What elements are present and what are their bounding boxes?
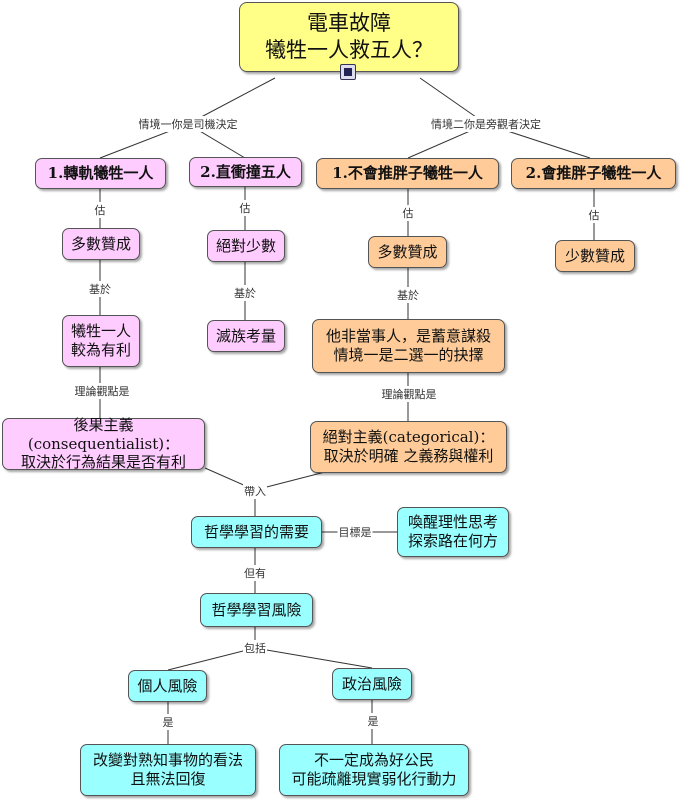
categorical-node[interactable]: 絕對主義(categorical)： 取決於明確 之義務與權利: [310, 421, 507, 473]
title-node[interactable]: 電車故障 犧牲一人救五人？: [239, 2, 459, 72]
link-label-includes: 包括: [243, 640, 267, 656]
scenario-2-label: 情境二你是旁觀者決定: [430, 116, 542, 132]
reason-more-beneficial[interactable]: 犧牲一人 較為有利: [62, 315, 140, 367]
link-label-but-has: 但有: [243, 565, 267, 581]
vote-majority-2[interactable]: 多數贊成: [368, 236, 447, 268]
link-label-based-on-2: 基於: [233, 285, 257, 301]
reason-deliberate-murder[interactable]: 他非當事人，是蓄意謀殺 情境一是二選一的抉擇: [312, 319, 505, 373]
title-line-1: 電車故障: [307, 10, 391, 35]
consequentialism-node[interactable]: 後果主義(consequentialist)： 取決於行為結果是否有利: [2, 416, 205, 471]
link-label-is-2: 是: [366, 713, 380, 729]
link-label-theory-1: 理論觀點是: [73, 383, 131, 399]
philosophy-need-node[interactable]: 哲學學習的需要: [191, 516, 322, 548]
option-not-push[interactable]: 1.不會推胖子犧牲一人: [316, 158, 499, 189]
film-strip-icon[interactable]: [340, 64, 356, 80]
option-go-straight[interactable]: 2.直衝撞五人: [189, 157, 302, 187]
reason-extinction[interactable]: 滅族考量: [207, 320, 285, 352]
link-label-brings-in: 帶入: [243, 483, 267, 499]
goal-node[interactable]: 喚醒理性思考 探索路在何方: [397, 507, 509, 557]
link-label-estimate-3: 估: [401, 205, 415, 221]
option-switch-track[interactable]: 1.轉軌犧牲一人: [35, 158, 166, 189]
title-line-2: 犧牲一人救五人？: [265, 38, 433, 62]
link-label-estimate-2: 估: [238, 200, 252, 216]
political-risk-node[interactable]: 政治風險: [332, 668, 412, 700]
link-label-is-1: 是: [161, 714, 175, 730]
vote-majority-1[interactable]: 多數贊成: [62, 228, 140, 260]
option-push[interactable]: 2.會推胖子犧牲一人: [511, 158, 676, 189]
link-label-estimate-4: 估: [587, 207, 601, 223]
scenario-1-label: 情境一你是司機決定: [137, 116, 239, 132]
political-risk-detail[interactable]: 不一定成為好公民 可能疏離現實弱化行動力: [279, 744, 469, 796]
personal-risk-detail[interactable]: 改變對熟知事物的看法 且無法回復: [80, 744, 256, 796]
vote-absolute-minority[interactable]: 絕對少數: [207, 230, 285, 262]
link-label-based-on-3: 基於: [396, 287, 420, 303]
link-label-based-on-1: 基於: [88, 281, 112, 297]
personal-risk-node[interactable]: 個人風險: [128, 670, 207, 702]
link-label-estimate-1: 估: [93, 202, 107, 218]
link-label-theory-2: 理論觀點是: [380, 386, 438, 402]
link-label-goal-is: 目標是: [337, 524, 373, 540]
philosophy-risk-node[interactable]: 哲學學習風險: [200, 593, 313, 627]
vote-minority[interactable]: 少數贊成: [555, 240, 635, 272]
